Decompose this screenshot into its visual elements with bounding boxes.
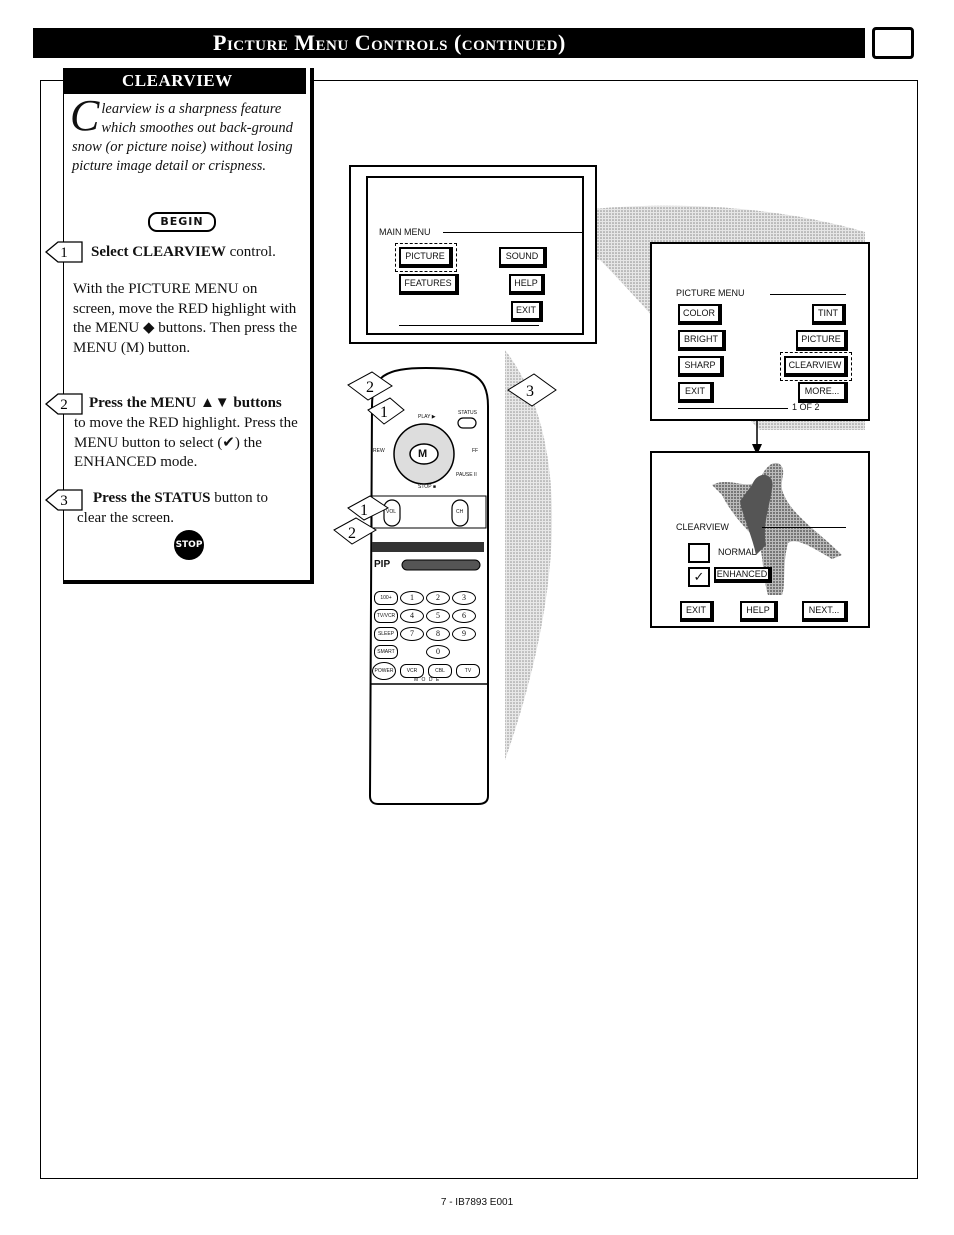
main-menu-label: MAIN MENU [379, 227, 431, 237]
picture-menu-color[interactable]: COLOR [678, 304, 722, 325]
remote-ch-label: CH [456, 509, 464, 515]
picture-menu-sharp[interactable]: SHARP [678, 356, 724, 377]
remote-pause-label: PAUSE II [456, 472, 477, 478]
svg-text:2: 2 [60, 397, 68, 413]
picture-menu-tint[interactable]: TINT [812, 304, 846, 325]
key-9[interactable]: 9 [452, 627, 476, 641]
picture-menu-clearview[interactable]: CLEARVIEW [780, 352, 852, 381]
step-2-title: Press the MENU ▲▼ buttons [89, 395, 282, 411]
key-7[interactable]: 7 [400, 627, 424, 641]
svg-text:1: 1 [380, 404, 388, 421]
key-tvvcr[interactable]: TV/VCR [374, 609, 398, 623]
main-menu-bottom-rule [399, 325, 539, 326]
menu-item-features[interactable]: FEATURES [399, 274, 459, 295]
main-menu-rule [443, 232, 583, 233]
key-3[interactable]: 3 [452, 591, 476, 605]
remote-pip-label: PIP [374, 559, 391, 570]
normal-checkbox[interactable] [688, 543, 710, 563]
stop-sign-icon: STOP [174, 530, 204, 560]
remote-mode-label: M O D E [414, 677, 441, 683]
key-2[interactable]: 2 [426, 591, 450, 605]
intro-dropcap: C [70, 91, 100, 140]
menu-item-exit[interactable]: EXIT [511, 301, 543, 322]
remote-control: M PLAY ▶ STATUS REW FF PAUSE II STOP ■ V… [366, 366, 492, 806]
step-1-title: Select CLEARVIEW [91, 244, 226, 260]
power-button[interactable]: POWER [372, 662, 396, 680]
menu-item-help[interactable]: HELP [509, 274, 545, 295]
page-footer: 7 - IB7893 E001 [440, 1197, 514, 1208]
clearview-rule [762, 527, 846, 528]
picture-menu-screen: PICTURE MENU COLOR TINT BRIGHT PICTURE S… [650, 242, 870, 421]
step-1: Select CLEARVIEW control. [91, 243, 306, 263]
intro-text: learview is a sharpness feature which sm… [72, 101, 293, 174]
remote-mode-row: POWER VCR CBL TV [372, 662, 486, 680]
svg-text:1: 1 [60, 245, 68, 261]
picture-menu-more[interactable]: MORE... [798, 382, 848, 403]
main-menu-inner-frame [366, 176, 584, 335]
menu-item-sound[interactable]: SOUND [499, 247, 547, 268]
picture-menu-exit[interactable]: EXIT [678, 382, 714, 403]
step-3-body: clear the screen. [77, 510, 175, 526]
picture-menu-picture[interactable]: PICTURE [796, 330, 848, 351]
picture-menu-bright[interactable]: BRIGHT [678, 330, 726, 351]
remote-body-graphic [368, 366, 489, 805]
picture-menu-bottom-rule [678, 408, 788, 409]
vcr-mode-button[interactable]: VCR [400, 664, 424, 678]
clearview-help-button[interactable]: HELP [740, 601, 778, 622]
picture-menu-page: 1 OF 2 [792, 402, 820, 412]
key-1[interactable]: 1 [400, 591, 424, 605]
begin-badge: BEGIN [148, 212, 216, 232]
svg-text:2: 2 [366, 379, 374, 396]
step-3-diamond-icon: 3 [44, 489, 83, 511]
clearview-label: CLEARVIEW [676, 522, 729, 532]
key-8[interactable]: 8 [426, 627, 450, 641]
remote-keypad: 100+ 1 2 3 TV/VCR 4 5 6 SLEEP 7 8 9 SMAR… [374, 591, 478, 659]
svg-text:3: 3 [60, 493, 68, 509]
key-5[interactable]: 5 [426, 609, 450, 623]
enhanced-option[interactable]: ENHANCED [714, 567, 772, 583]
step-3-title: Press the STATUS button to [93, 490, 269, 506]
content-frame [40, 80, 918, 1179]
key-smart[interactable]: SMART [374, 645, 398, 659]
key-4[interactable]: 4 [400, 609, 424, 623]
clearview-next-button[interactable]: NEXT... [802, 601, 848, 622]
step-2-body: to move the RED highlight. Press the MEN… [74, 415, 298, 470]
key-6[interactable]: 6 [452, 609, 476, 623]
menu-item-picture[interactable]: PICTURE [395, 243, 457, 272]
key-0[interactable]: 0 [426, 645, 450, 659]
picture-menu-rule [770, 294, 846, 295]
clearview-screen: CLEARVIEW NORMAL ✓ ENHANCED EXIT HELP NE… [650, 451, 870, 628]
step-1-title-rest: control. [225, 244, 276, 260]
remote-status-label: STATUS [458, 410, 477, 416]
remote-vol-label: VOL [386, 509, 397, 515]
svg-text:2: 2 [348, 525, 356, 542]
skaters-image [712, 462, 842, 595]
tab-marker [872, 27, 914, 59]
panel-heading: CLEARVIEW [64, 68, 306, 94]
key-100[interactable]: 100+ [374, 591, 398, 605]
step-1-body: With the PICTURE MENU on screen, move th… [73, 281, 298, 356]
tv-mode-button[interactable]: TV [456, 664, 480, 678]
svg-text:1: 1 [360, 502, 368, 519]
main-menu-screen: MAIN MENU PICTURE SOUND FEATURES HELP EX… [349, 165, 597, 344]
remote-stop-label: STOP ■ [418, 484, 436, 490]
normal-label: NORMAL [718, 547, 757, 557]
enhanced-checkbox[interactable]: ✓ [688, 567, 710, 587]
page-title: Picture Menu Controls (continued) [33, 28, 865, 58]
picture-menu-label: PICTURE MENU [676, 288, 745, 298]
key-sleep[interactable]: SLEEP [374, 627, 398, 641]
step-2-diamond-icon: 2 [44, 393, 83, 415]
step-1-diamond-icon: 1 [44, 241, 83, 263]
clearview-exit-button[interactable]: EXIT [680, 601, 714, 622]
callout-2-top: 2 1 3 1 2 [333, 371, 557, 545]
cbl-mode-button[interactable]: CBL [428, 664, 452, 678]
menu-m-button[interactable]: M [418, 448, 428, 460]
remote-ff-label: FF [472, 448, 479, 454]
remote-rew-label: REW [373, 448, 385, 454]
remote-play-label: PLAY ▶ [418, 414, 436, 420]
svg-text:3: 3 [526, 383, 534, 400]
